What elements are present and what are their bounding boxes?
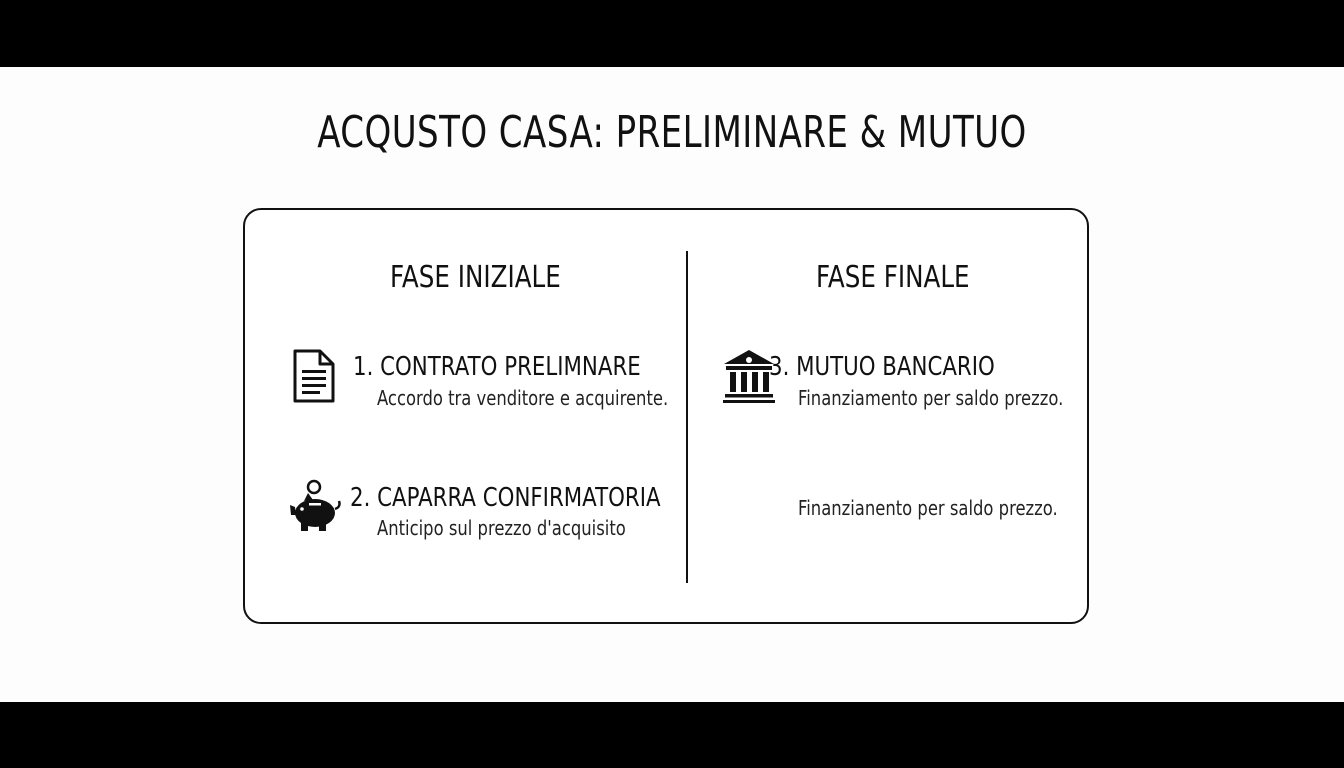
piggy-bank-icon — [290, 479, 341, 531]
item-caparra-title: 2. CAPARRA CONFIRMATORIA — [350, 483, 661, 513]
phase-divider — [686, 251, 688, 583]
page-title: ACQUSTO CASA: PRELIMINARE & MUTUO — [317, 107, 1027, 158]
left-phase-heading: FASE INIZIALE — [390, 260, 561, 295]
item-contratto-preliminare-desc: Accordo tra venditore e acquirente. — [377, 386, 669, 410]
item-mutuo-title: 3. MUTUO BANCARIO — [769, 352, 995, 382]
item-caparra-desc: Anticipo sul prezzo d'acquisito — [377, 516, 626, 540]
item-extra-desc: Finanzianento per saldo prezzo. — [798, 496, 1058, 520]
item-contratto-preliminare-title: 1. CONTRATO PRELIMNARE — [353, 352, 641, 382]
right-phase-heading: FASE FINALE — [816, 260, 970, 295]
item-mutuo-desc: Finanziamento per saldo prezzo. — [798, 386, 1064, 410]
bank-icon — [723, 350, 775, 403]
document-icon — [293, 349, 335, 403]
phases-card — [243, 208, 1089, 624]
